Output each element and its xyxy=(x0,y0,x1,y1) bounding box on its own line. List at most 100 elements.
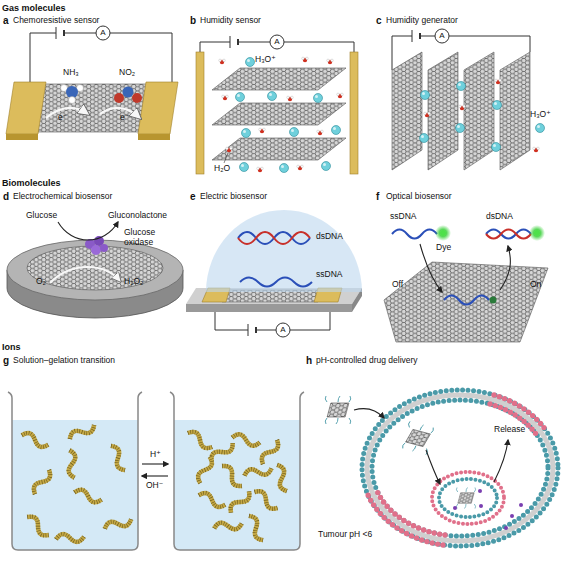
ammeter-symbol: A xyxy=(274,37,279,46)
beaker-art xyxy=(174,420,300,550)
electrochemical-biosensor-art xyxy=(27,246,163,290)
optical-biosensor-art xyxy=(384,225,548,342)
panel-title: pH-controlled drug delivery xyxy=(316,356,418,366)
humidity-sensor-art xyxy=(219,59,226,64)
drug-delivery-art xyxy=(362,390,558,546)
humidity-sensor-art xyxy=(337,93,344,98)
humidity-generator-art xyxy=(493,101,502,110)
chemoresistive-sensor-art xyxy=(6,26,178,140)
optical-biosensor-art xyxy=(435,225,451,241)
humidity-sensor-art xyxy=(290,128,299,137)
electrochemical-biosensor-art xyxy=(50,267,120,283)
humidity-generator-art xyxy=(424,112,431,117)
beaker-art xyxy=(31,468,53,497)
chemoresistive-sensor-art xyxy=(96,26,110,40)
drug-delivery-art xyxy=(439,479,497,517)
beaker-art xyxy=(259,438,281,467)
electrochemical-biosensor-art xyxy=(58,222,118,240)
section-heading: Gas molecules xyxy=(2,3,66,13)
drug-delivery-art xyxy=(426,450,440,484)
beaker-art xyxy=(196,455,214,484)
molecule-label: O₂ xyxy=(36,277,46,287)
humidity-sensor-art xyxy=(332,126,341,135)
electric-biosensor-art xyxy=(186,210,362,337)
drug-delivery-art xyxy=(432,472,504,524)
humidity-sensor-art xyxy=(212,138,346,160)
humidity-sensor-art xyxy=(222,95,229,100)
humidity-sensor-art xyxy=(240,163,249,172)
process-label: Release xyxy=(494,425,525,435)
ammeter-symbol: A xyxy=(100,28,105,37)
humidity-sensor-art xyxy=(287,96,294,101)
ion-label: OH⁻ xyxy=(146,481,163,491)
electrochemical-biosensor-art xyxy=(91,245,101,255)
humidity-sensor-art xyxy=(259,128,266,133)
chemoresistive-sensor-art xyxy=(30,33,172,82)
humidity-sensor-art xyxy=(327,59,334,64)
drug-delivery-art xyxy=(402,421,434,455)
electrochemical-biosensor-art xyxy=(7,240,183,300)
beaker-art xyxy=(8,392,142,550)
chemoresistive-sensor-art xyxy=(63,30,65,36)
humidity-generator-art xyxy=(459,105,466,110)
optical-biosensor-art xyxy=(534,230,540,236)
panel-letter: d xyxy=(3,191,9,203)
humidity-sensor-art xyxy=(212,103,346,125)
panel-letter: b xyxy=(190,15,196,27)
humidity-sensor-art xyxy=(322,162,331,171)
dna-label: dsDNA xyxy=(486,212,513,222)
chemoresistive-sensor-art xyxy=(132,93,142,103)
drug-delivery-art xyxy=(519,503,523,507)
humidity-generator-art xyxy=(492,143,501,152)
panel-title: Humidity sensor xyxy=(200,16,261,26)
chemoresistive-sensor-art xyxy=(69,97,76,104)
optical-biosensor-art xyxy=(384,262,548,342)
panel-letter: f xyxy=(376,191,379,203)
panel-title: Chemoresistive sensor xyxy=(13,16,99,26)
electrochemical-biosensor-art xyxy=(7,222,183,318)
beaker-art xyxy=(243,464,272,480)
humidity-sensor-art xyxy=(196,35,358,174)
humidity-sensor-art xyxy=(230,36,231,48)
beaker-art xyxy=(245,514,267,543)
beaker-art xyxy=(24,514,51,539)
panel-title: Electrochemical biosensor xyxy=(13,192,112,202)
state-label: Off xyxy=(392,280,403,290)
beaker-art xyxy=(197,491,226,509)
humidity-generator-art xyxy=(419,33,421,39)
beaker-art xyxy=(228,488,253,515)
electric-biosensor-art xyxy=(206,210,362,292)
humidity-generator-art xyxy=(421,91,430,100)
panel-letter: g xyxy=(3,355,9,367)
beaker-art xyxy=(68,421,97,443)
beaker-art xyxy=(56,532,85,543)
drug-delivery-art xyxy=(510,514,514,518)
electron-label: e⁻ xyxy=(58,113,67,123)
electric-biosensor-art xyxy=(255,327,257,333)
enzyme-label: Glucose oxidase xyxy=(124,228,166,248)
electric-biosensor-art xyxy=(240,278,312,287)
electrochemical-biosensor-art xyxy=(100,244,108,252)
panel-title: Electric biosensor xyxy=(200,192,267,202)
humidity-sensor-art xyxy=(242,129,251,138)
beaker-art xyxy=(103,515,132,533)
beaker-art xyxy=(142,475,168,476)
humidity-sensor-art xyxy=(302,57,309,62)
drug-delivery-art xyxy=(479,504,483,508)
section-heading: Biomolecules xyxy=(2,178,61,188)
dna-label: ssDNA xyxy=(390,212,416,222)
humidity-generator-art xyxy=(457,82,466,91)
humidity-sensor-art xyxy=(314,94,323,103)
drug-delivery-art xyxy=(377,491,445,535)
humidity-generator-art xyxy=(392,29,545,170)
section-heading: Ions xyxy=(2,342,21,352)
humidity-sensor-art xyxy=(268,92,277,101)
drug-delivery-art xyxy=(354,409,384,418)
humidity-generator-art xyxy=(456,124,465,133)
optical-biosensor-art xyxy=(392,230,437,239)
optical-biosensor-art xyxy=(490,297,497,304)
optical-biosensor-art xyxy=(529,225,545,241)
drug-delivery-art xyxy=(367,395,553,541)
dna-label: dsDNA xyxy=(316,232,343,242)
